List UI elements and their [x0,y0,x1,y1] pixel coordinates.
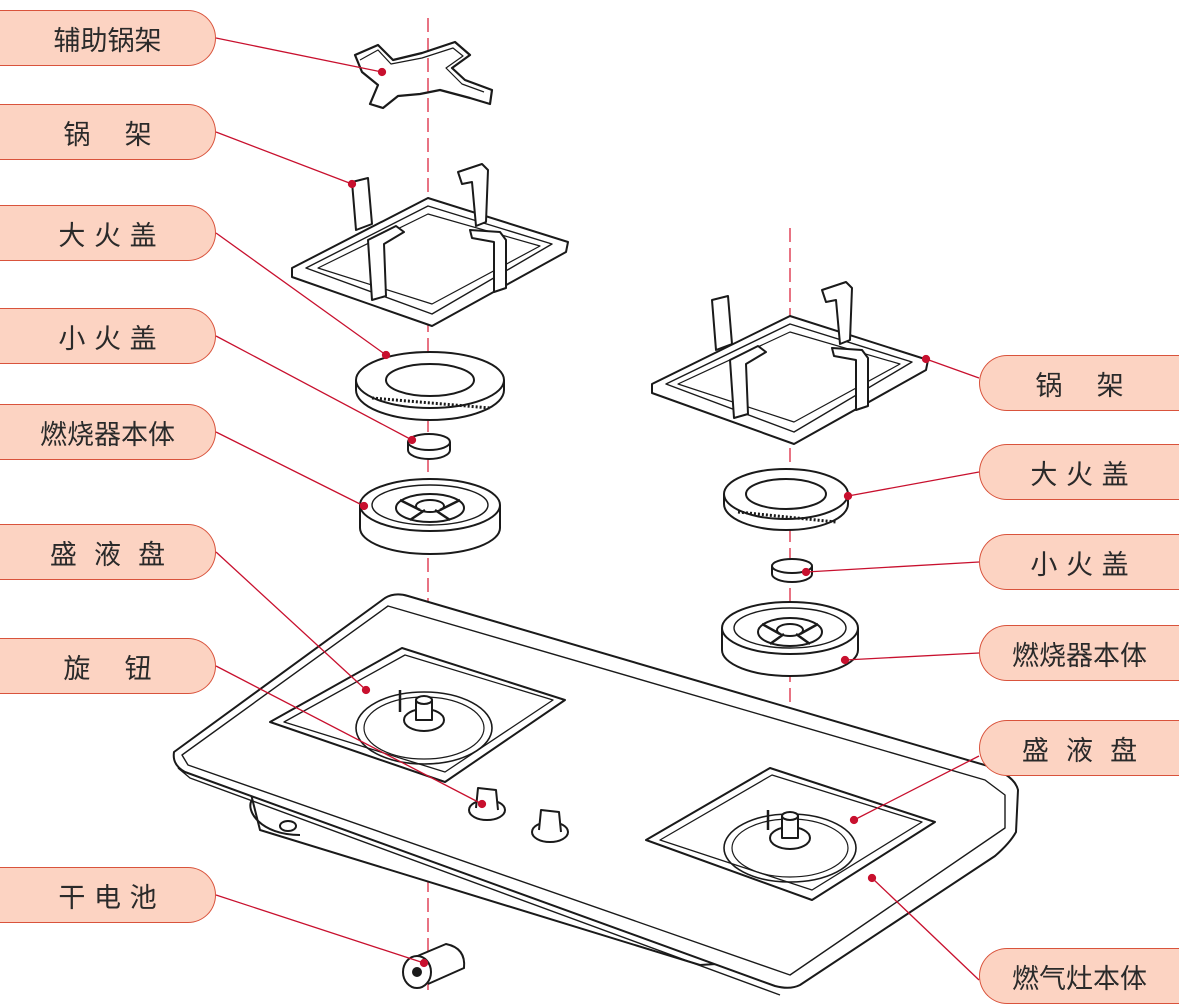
label-knob: 旋 钮 [0,638,216,694]
burner-body-right-drawing [721,601,859,677]
label-drip-tray-left: 盛 液 盘 [0,524,216,580]
label-burner-body-left: 燃烧器本体 [0,404,216,460]
burner-body-left-drawing [359,478,501,555]
pot-rack-right-drawing [651,281,929,445]
label-small-fire-cap-left: 小 火 盖 [0,308,216,364]
large-fire-cap-left-drawing [355,351,505,421]
label-large-fire-cap-right: 大 火 盖 [979,444,1179,500]
label-small-fire-cap-right: 小 火 盖 [979,534,1179,590]
label-drip-tray-right: 盛 液 盘 [979,720,1179,776]
label-aux-pot-rack: 辅助锅架 [0,10,216,66]
label-battery: 干 电 池 [0,867,216,923]
stove-body-drawing [172,593,1019,996]
small-fire-cap-right-drawing [771,558,813,583]
leader-lines [215,37,980,981]
label-pot-rack-right: 锅 架 [979,355,1179,411]
aux-pot-rack-drawing [353,40,494,110]
label-stove-body: 燃气灶本体 [979,948,1179,1004]
small-fire-cap-left-drawing [407,433,451,460]
label-pot-rack-left: 锅 架 [0,104,216,160]
large-fire-cap-right-drawing [723,468,849,531]
label-burner-body-right: 燃烧器本体 [979,625,1179,681]
pot-rack-left-drawing [291,163,569,327]
label-large-fire-cap-left: 大 火 盖 [0,205,216,261]
battery-drawing [402,942,466,989]
